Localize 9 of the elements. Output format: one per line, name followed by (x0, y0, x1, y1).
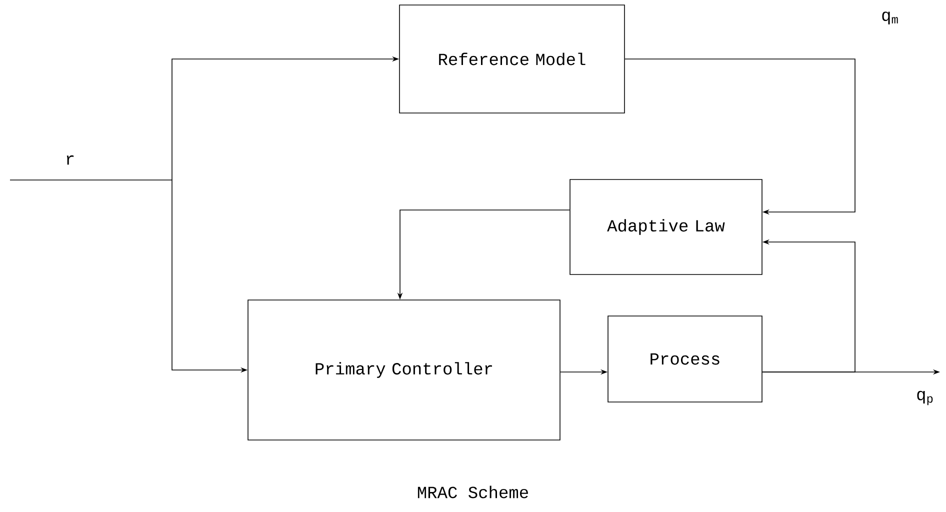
caption: MRAC Scheme (418, 486, 528, 498)
arrow (624, 58, 856, 215)
edge-label: q$_{m}$ (880, 10, 900, 26)
block-box: Adaptive Law (570, 179, 762, 275)
edge-label: q$_{p}$ (915, 390, 935, 406)
edge-label: r (64, 154, 76, 166)
block-box: Primary Controller (248, 300, 560, 440)
block-box: Reference Model (399, 4, 625, 114)
block-box: Process (608, 316, 762, 402)
